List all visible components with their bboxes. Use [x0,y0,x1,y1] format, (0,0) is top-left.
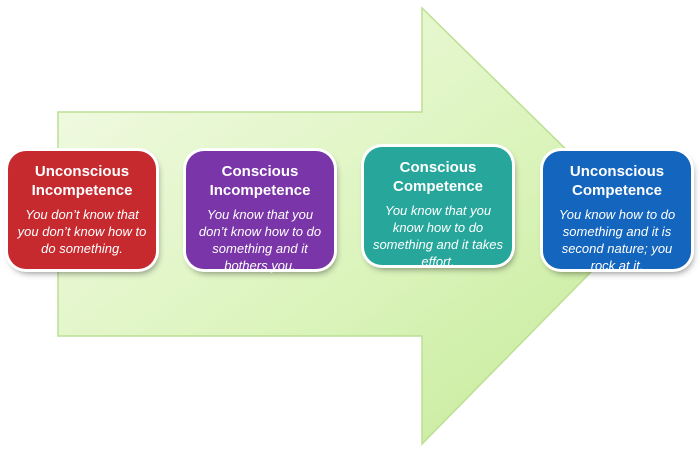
stage-title: Unconscious Incompetence [31,163,133,199]
stage-description: You know how to do something and it is s… [558,207,676,273]
stage-unconscious-competence: Unconscious Competence You know how to d… [543,151,691,273]
stage-conscious-incompetence: Conscious Incompetence You know that you… [186,151,334,273]
stage-title: Conscious Competence [392,159,484,195]
stage-conscious-competence: Conscious Competence You know that you k… [364,147,512,269]
stage-title: Unconscious Competence [569,163,665,199]
stage-title: Conscious Incompetence [209,163,311,199]
stage-unconscious-incompetence: Unconscious Incompetence You don’t know … [8,151,156,269]
stage-description: You know that you don’t know how to do s… [198,207,322,273]
stage-description: You don’t know that you don’t know how t… [17,207,147,256]
arrow-shape [57,6,642,446]
stage-description: You know that you know how to do somethi… [372,203,504,269]
